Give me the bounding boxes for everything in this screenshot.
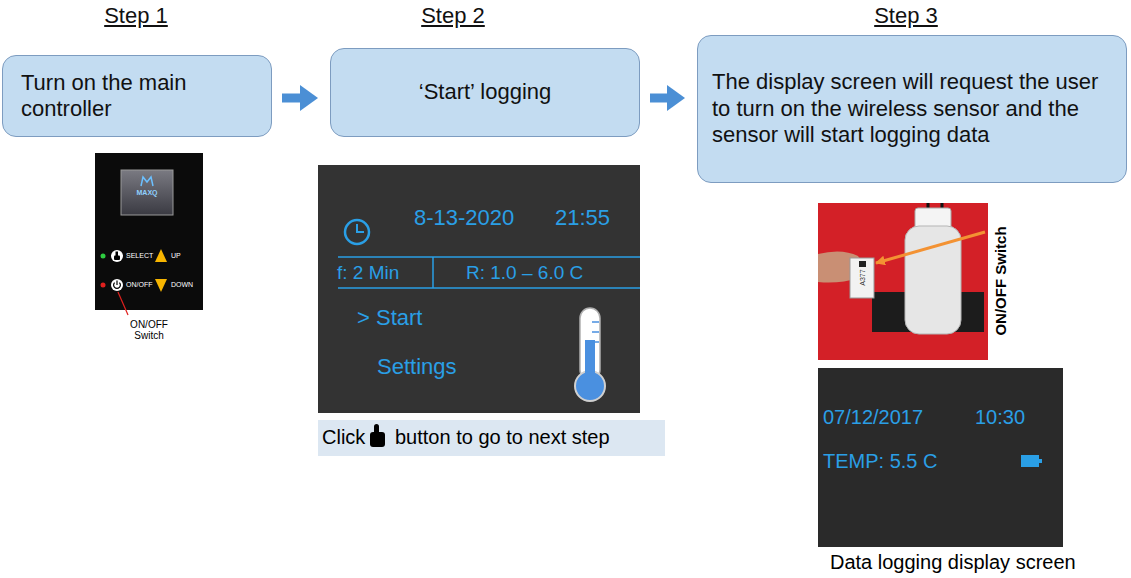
battery-icon	[1021, 455, 1039, 467]
hand-icon	[370, 432, 385, 447]
process-box: Step 3The display screen will request th…	[697, 35, 1127, 183]
controller-body	[95, 153, 203, 310]
screen-range: R: 1.0 – 6.0 C	[466, 262, 583, 284]
controller-display	[121, 170, 173, 215]
divider-line	[432, 257, 434, 288]
button-label: ON/OFF	[126, 281, 152, 289]
up-triangle	[155, 249, 167, 262]
menu-item: Settings	[377, 354, 457, 379]
menu-item: > Start	[357, 305, 422, 330]
hand-icon	[114, 256, 120, 261]
flow-arrow	[650, 94, 667, 103]
power-button	[111, 279, 123, 291]
display-screen	[818, 368, 1063, 547]
display-temperature: TEMP: 5.5 C	[823, 450, 937, 473]
callout-label: ON/OFF Switch	[126, 319, 172, 341]
divider-line	[338, 256, 640, 258]
callout-label: ON/OFF Switch	[990, 206, 1012, 356]
select-button	[111, 250, 123, 262]
step-heading: Step 1	[66, 3, 206, 28]
step-text: ‘Start’ logging	[331, 69, 639, 115]
pointer-arrow	[876, 232, 985, 263]
sensor-tag	[850, 258, 874, 298]
power-symbol	[116, 281, 117, 286]
step-text: Turn on the main controller	[3, 60, 271, 133]
divider-line	[338, 287, 640, 289]
instruction-text: button to go to next step	[395, 426, 610, 449]
logo-text: MAXQ	[127, 189, 167, 197]
screen	[318, 165, 640, 413]
screen-time: 21:55	[555, 205, 610, 230]
battery-icon	[1039, 459, 1042, 463]
label-band	[989, 203, 1013, 360]
display-time: 10:30	[975, 406, 1025, 429]
caption-text: Data logging display screen	[830, 551, 1076, 574]
power-led	[101, 283, 106, 288]
thermometer-ticks	[592, 322, 599, 342]
display-date: 07/12/2017	[823, 406, 923, 429]
photo-background	[818, 203, 988, 360]
process-box: Step 2‘Start’ logging	[330, 48, 640, 137]
leader-line	[118, 292, 128, 315]
down-triangle	[155, 279, 167, 292]
clock-hands	[357, 224, 364, 232]
screen-date: 8-13-2020	[414, 205, 514, 230]
clock-icon	[345, 220, 369, 244]
button-label: SELECT	[126, 252, 153, 260]
process-box: Step 1Turn on the main controller	[2, 55, 272, 137]
button-label: DOWN	[171, 281, 193, 289]
step-heading: Step 3	[836, 3, 976, 28]
screen-frequency: f: 2 Min	[337, 262, 399, 284]
instruction-text: Click	[322, 426, 365, 449]
button-label: UP	[171, 252, 181, 260]
step-text: The display screen will request the user…	[698, 59, 1126, 158]
logo-icon	[141, 177, 153, 186]
caption-bar	[318, 420, 665, 456]
sensor-switch	[859, 261, 866, 267]
flow-arrow	[282, 94, 300, 103]
step-heading: Step 2	[383, 3, 523, 28]
status-led	[101, 254, 106, 259]
sensor-id: A377	[858, 264, 867, 292]
thermometer-fill	[585, 340, 595, 386]
